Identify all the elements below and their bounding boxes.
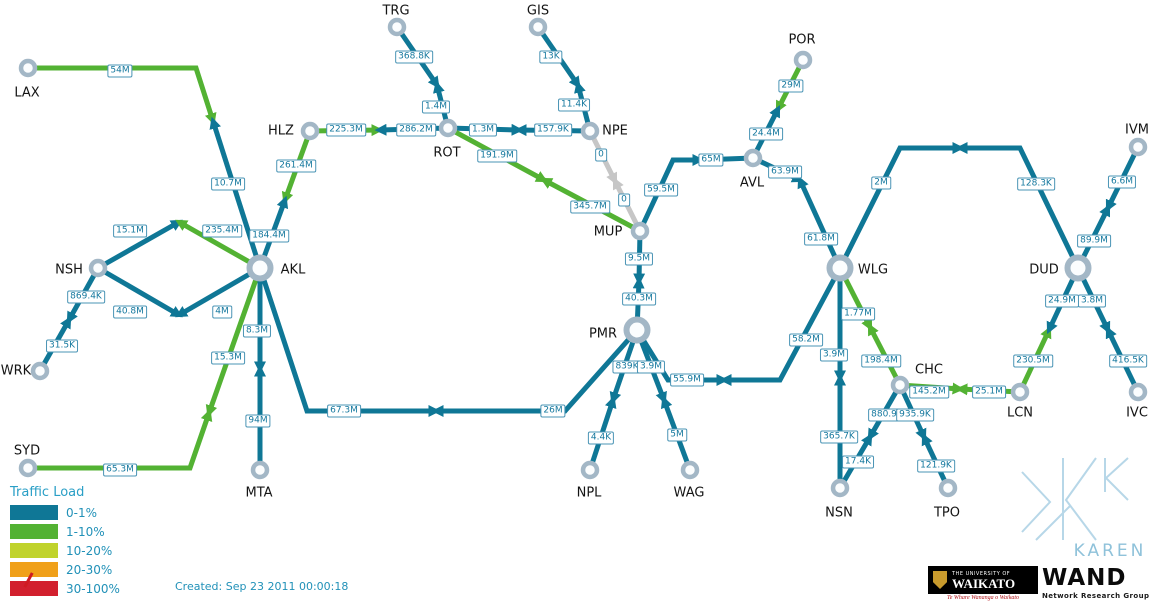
legend-label: 30-100% xyxy=(66,581,120,596)
node-PMR[interactable] xyxy=(623,316,651,344)
legend-swatch xyxy=(10,562,58,577)
karen-logo-mark xyxy=(1035,505,1071,541)
link-pmr-npl-dir2[interactable] xyxy=(587,395,617,471)
legend-label: 1-10% xyxy=(66,524,105,539)
link-syd-akl-dir1[interactable] xyxy=(28,408,213,471)
node-TRG[interactable] xyxy=(387,17,407,37)
node-WLG[interactable] xyxy=(826,254,854,282)
link-wlg-dud-dir1[interactable] xyxy=(837,141,965,270)
node-ROT[interactable] xyxy=(438,118,458,138)
node-POR[interactable] xyxy=(793,50,813,70)
link-nsh-akl-upper-dir2[interactable] xyxy=(175,219,262,271)
node-AKL[interactable] xyxy=(246,254,274,282)
waikato-crest-icon xyxy=(933,571,947,589)
link-pmr-wlg-dir2[interactable] xyxy=(719,266,843,387)
legend-item-2: 10-20% xyxy=(10,543,120,558)
node-DUD[interactable] xyxy=(1064,254,1092,282)
link-nsh-akl-upper-dir1[interactable] xyxy=(96,219,183,271)
link-nsh-akl-lower-dir1[interactable] xyxy=(96,265,183,318)
link-gis-npe-dir1[interactable] xyxy=(535,25,581,89)
node-NPL[interactable] xyxy=(580,460,600,480)
link-lax-akl-dir2[interactable] xyxy=(209,116,263,269)
legend-swatch xyxy=(10,505,58,520)
traffic-load-legend: Traffic Load 0-1% 1-10% 10-20% 20-30% 30-100… xyxy=(10,485,120,600)
waikato-logo-text: THE UNIVERSITY OF WAIKATO xyxy=(952,571,1015,590)
waikato-line2: WAIKATO xyxy=(952,575,1016,591)
link-ivm-dud-dir1[interactable] xyxy=(1105,145,1141,213)
wand-logo-subtitle: Network Research Group xyxy=(1042,592,1150,600)
karen-logo-mark xyxy=(1021,471,1052,533)
link-rot-npe-dir1[interactable] xyxy=(447,123,524,136)
legend-item-1: 1-10% xyxy=(10,524,120,539)
link-hlz-akl-dir1[interactable] xyxy=(281,130,313,205)
link-trg-rot-dir1[interactable] xyxy=(394,25,440,89)
wand-logo: WAND Network Research Group xyxy=(1042,565,1152,601)
node-CHC[interactable] xyxy=(890,375,910,395)
link-lcn-dud-dir1[interactable] xyxy=(1017,325,1052,394)
link-rot-npe-dir2[interactable] xyxy=(514,124,591,137)
link-lax-akl-dir1[interactable] xyxy=(28,65,217,126)
link-hlz-rot-dir1[interactable] xyxy=(309,124,384,137)
legend-item-3: 20-30% xyxy=(10,562,120,577)
link-akl-pmr-dir1[interactable] xyxy=(257,267,441,417)
link-wlg-dud-dir2[interactable] xyxy=(955,142,1081,270)
link-mup-avl-dir1[interactable] xyxy=(637,153,705,233)
legend-swatch xyxy=(10,524,58,539)
link-syd-akl-dir2[interactable] xyxy=(205,267,263,418)
node-TPO[interactable] xyxy=(938,478,958,498)
karen-logo-text: KAREN xyxy=(1074,541,1147,561)
node-NSH[interactable] xyxy=(88,258,108,278)
legend-item-4: 30-100% xyxy=(10,581,120,596)
wand-logo-name: WAND xyxy=(1042,565,1127,591)
node-SYD[interactable] xyxy=(18,458,38,478)
node-LCN[interactable] xyxy=(1010,382,1030,402)
legend-item-0: 0-1% xyxy=(10,505,120,520)
created-timestamp: Created: Sep 23 2011 00:00:18 xyxy=(175,580,349,593)
legend-items: 0-1% 1-10% 10-20% 20-30% 30-100% xyxy=(10,505,120,596)
waikato-maori-name: Te Whare Wananga o Waikato xyxy=(946,595,1020,601)
node-MUP[interactable] xyxy=(630,221,650,241)
node-LAX[interactable] xyxy=(18,58,38,78)
link-nsh-akl-lower-dir2[interactable] xyxy=(175,265,262,318)
node-NSN[interactable] xyxy=(830,478,850,498)
legend-swatch xyxy=(10,543,58,558)
waikato-logo-box: THE UNIVERSITY OF WAIKATO xyxy=(928,566,1038,594)
link-rot-mup-dir1[interactable] xyxy=(446,125,548,183)
link-akl-pmr-dir2[interactable] xyxy=(431,328,639,418)
node-AVL[interactable] xyxy=(743,148,763,168)
link-pmr-wag-dir2[interactable] xyxy=(660,395,693,471)
legend-label: 0-1% xyxy=(66,505,98,520)
karen-logo-mark xyxy=(1104,457,1129,501)
node-IVC[interactable] xyxy=(1128,382,1148,402)
university-of-waikato-logo: THE UNIVERSITY OF WAIKATO Te Whare Wanan… xyxy=(928,566,1038,601)
legend-title: Traffic Load xyxy=(10,485,85,500)
node-MTA[interactable] xyxy=(250,460,270,480)
link-pmr-wlg-dir1[interactable] xyxy=(634,328,729,386)
karen-logo-mark xyxy=(1064,457,1097,541)
legend-label: 10-20% xyxy=(66,543,113,558)
node-GIS[interactable] xyxy=(528,17,548,37)
link-wlg-chc-dir2[interactable] xyxy=(867,323,903,387)
node-WAG[interactable] xyxy=(680,460,700,480)
node-NPE[interactable] xyxy=(580,121,600,141)
link-hlz-rot-dir2[interactable] xyxy=(374,123,449,136)
legend-swatch xyxy=(10,581,58,596)
link-avl-wlg-dir2[interactable] xyxy=(797,175,843,270)
node-HLZ[interactable] xyxy=(300,121,320,141)
waikato-line1: THE UNIVERSITY OF xyxy=(952,570,1011,577)
node-WRK[interactable] xyxy=(30,361,50,381)
legend-label: 20-30% xyxy=(66,562,113,577)
link-ivc-dud-dir1[interactable] xyxy=(1105,325,1141,394)
node-IVM[interactable] xyxy=(1128,137,1148,157)
